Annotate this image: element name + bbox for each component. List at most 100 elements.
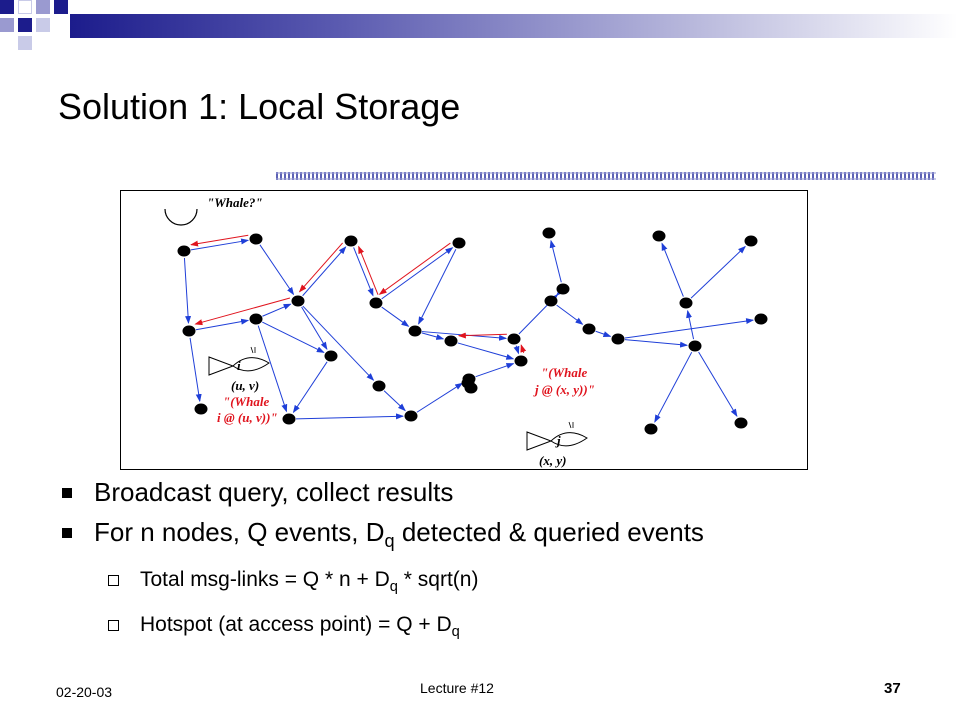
sensor-node xyxy=(744,235,758,247)
sensor-node xyxy=(611,333,625,345)
fish-j-coord: (x, y) xyxy=(539,453,566,468)
fish-j-message-line1: "(Whale xyxy=(541,365,587,380)
query-edge xyxy=(686,309,695,340)
reply-edge xyxy=(190,234,249,247)
query-edge xyxy=(262,321,325,353)
corner-decoration xyxy=(0,0,80,60)
query-edge xyxy=(654,351,693,423)
sensor-node xyxy=(542,227,556,239)
query-edge xyxy=(661,242,684,297)
sensor-node xyxy=(408,325,422,337)
query-edge xyxy=(381,247,454,300)
query-edge xyxy=(190,238,250,251)
square-bullet-icon xyxy=(62,528,72,538)
sensor-node xyxy=(372,380,386,392)
sensor-node xyxy=(249,313,263,325)
reply-edge xyxy=(378,242,451,295)
subbullet-subscript: q xyxy=(451,624,460,641)
query-edge xyxy=(301,306,328,350)
sensor-node xyxy=(177,245,191,257)
query-label: "Whale?" xyxy=(207,195,263,210)
sensor-node xyxy=(452,237,466,249)
subbullet-item: Total msg-links = Q * n + Dq * sqrt(n) xyxy=(60,565,920,602)
square-bullet-icon xyxy=(62,488,72,498)
network-svg: "Whale?" i (u, v) "(Whale i @ (u, v))" j… xyxy=(164,195,768,468)
subbullet-item: Hotspot (at access point) = Q + Dq xyxy=(60,610,920,647)
query-edge xyxy=(457,342,515,360)
query-edge xyxy=(416,382,464,413)
query-edge xyxy=(595,330,612,337)
sensor-node xyxy=(369,297,383,309)
query-edge xyxy=(421,332,445,340)
query-edge xyxy=(262,303,292,317)
sensor-node xyxy=(556,283,570,295)
fish-i-coord: (u, v) xyxy=(231,378,259,393)
query-edge xyxy=(418,249,457,325)
query-edge xyxy=(259,244,295,296)
query-edge xyxy=(475,363,515,378)
sensor-node xyxy=(464,382,478,394)
footer-lecture: Lecture #12 xyxy=(420,680,494,696)
query-edge xyxy=(295,413,405,420)
query-edge xyxy=(624,339,689,348)
subbullet-text-end: * sqrt(n) xyxy=(397,568,479,592)
subbullet-subscript: q xyxy=(389,579,398,596)
bullet-text-end: detected & queried events xyxy=(394,517,704,547)
sensor-node xyxy=(282,413,296,425)
query-edge xyxy=(257,325,288,413)
fish-i-message-line2: i @ (u, v))" xyxy=(217,410,278,425)
query-edge xyxy=(353,247,374,297)
slide-title: Solution 1: Local Storage xyxy=(58,86,461,127)
subbullet-text-start: Hotspot (at access point) = Q + D xyxy=(140,613,452,637)
sensor-node xyxy=(688,340,702,352)
sensor-node xyxy=(734,417,748,429)
query-edge xyxy=(381,306,410,327)
sensor-node xyxy=(249,233,263,245)
sensor-node xyxy=(514,355,528,367)
query-edge xyxy=(549,239,562,283)
reply-edge xyxy=(298,242,343,293)
query-edge xyxy=(513,345,520,355)
reply-edge xyxy=(194,297,291,326)
bullet-subscript: q xyxy=(384,531,395,552)
sensor-node xyxy=(444,335,458,347)
query-edge xyxy=(555,288,564,297)
sensor-node xyxy=(679,297,693,309)
query-edge xyxy=(624,318,755,339)
query-edge xyxy=(556,304,584,325)
sensor-node xyxy=(754,313,768,325)
access-point-icon xyxy=(164,208,198,226)
query-edge xyxy=(383,390,406,412)
network-diagram: "Whale?" i (u, v) "(Whale i @ (u, v))" j… xyxy=(120,190,808,470)
sensor-node xyxy=(291,295,305,307)
sensor-node xyxy=(582,323,596,335)
reply-edge xyxy=(520,344,527,353)
query-edge xyxy=(183,257,192,325)
footer-date: 02-20-03 xyxy=(56,684,113,700)
query-edge xyxy=(302,305,375,381)
fish-i-message-line1: "(Whale xyxy=(223,394,269,409)
reply-edge xyxy=(358,245,379,295)
fish-j-letter: j xyxy=(555,433,561,448)
fish-i-icon xyxy=(208,346,270,376)
title-divider xyxy=(276,172,936,180)
query-edge xyxy=(195,318,250,331)
header-gradient-bar xyxy=(70,14,958,38)
sensor-node xyxy=(404,410,418,422)
sensor-node xyxy=(344,235,358,247)
sensor-node xyxy=(544,295,558,307)
bullet-list: Broadcast query, collect results For n n… xyxy=(60,476,920,648)
sensor-node xyxy=(644,423,658,435)
sensor-node xyxy=(182,325,196,337)
fish-j-message-line2: j @ (x, y))" xyxy=(533,382,595,397)
query-edge xyxy=(690,245,746,299)
reply-edge xyxy=(457,332,507,339)
slide-number: 37 xyxy=(884,680,901,697)
bullet-text-start: For n nodes, Q events, D xyxy=(94,517,385,547)
fish-j-icon xyxy=(526,421,588,451)
bullet-item: Broadcast query, collect results xyxy=(60,476,920,508)
sensor-node xyxy=(324,350,338,362)
query-edge xyxy=(302,246,347,297)
query-edge xyxy=(698,351,738,417)
fish-i-letter: i xyxy=(237,358,241,373)
